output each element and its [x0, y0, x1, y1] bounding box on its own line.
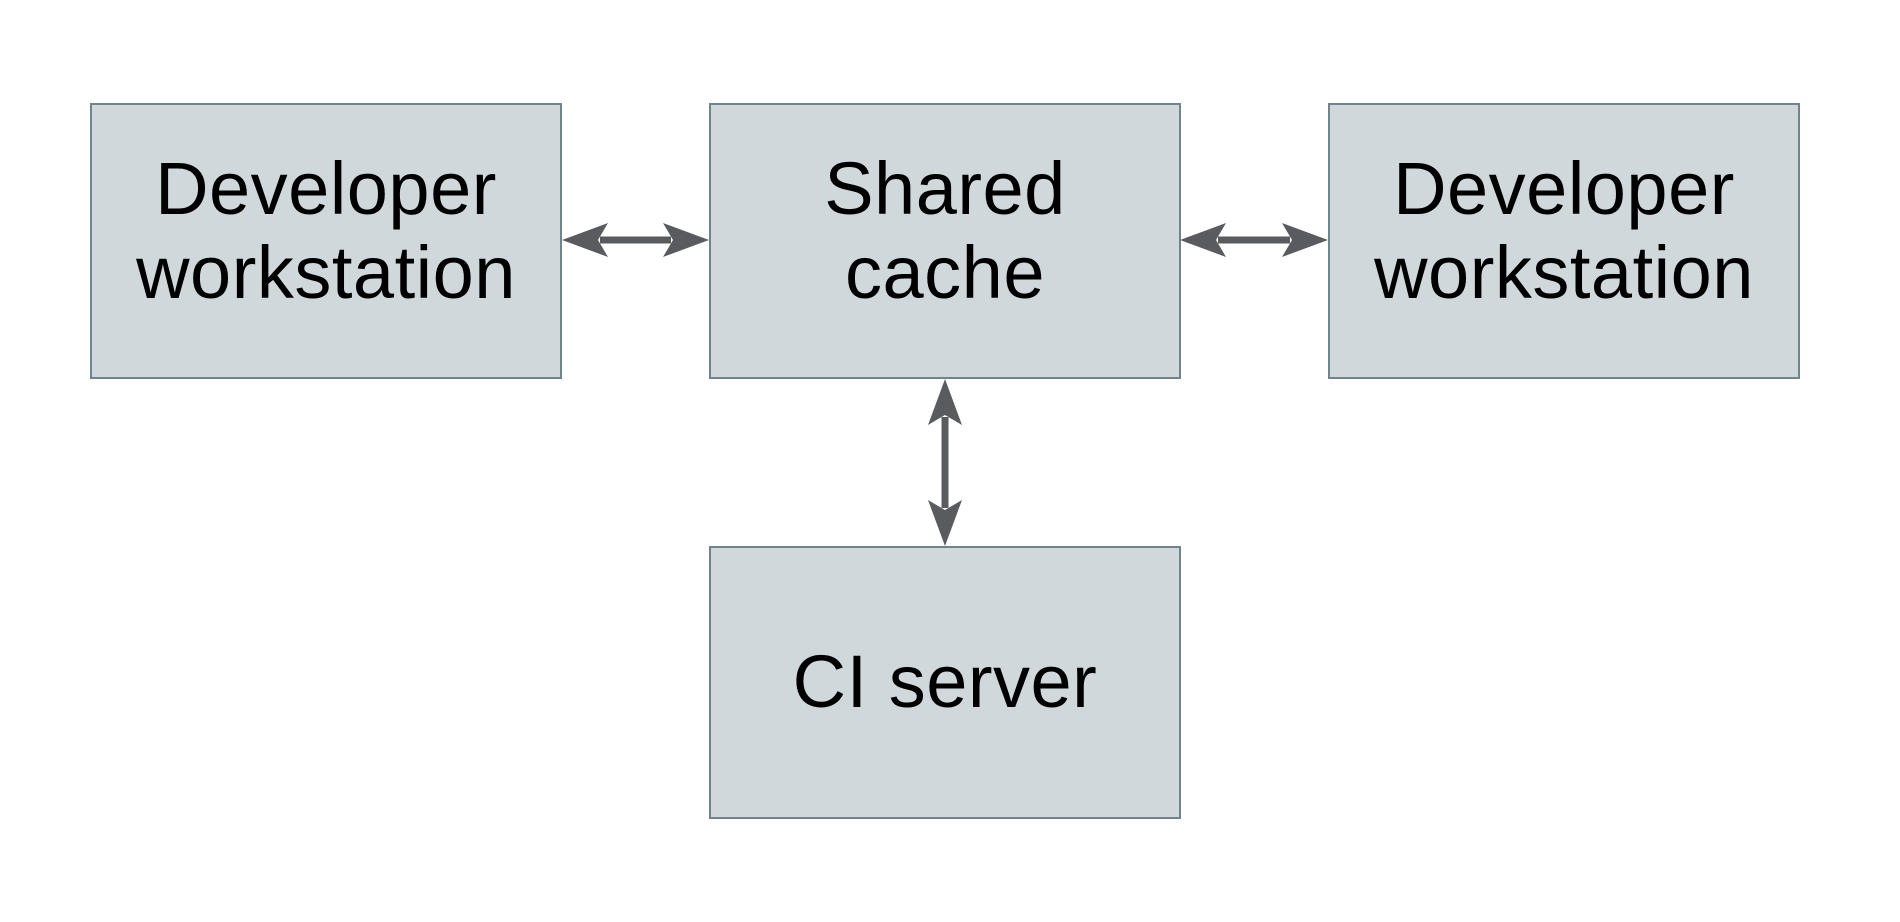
node-shared-cache-label: Shared cache	[824, 147, 1066, 315]
bidirectional-arrow-shared-cache-right-workstation-icon	[1180, 218, 1328, 262]
node-developer-workstation-left: Developer workstation	[90, 103, 562, 379]
node-shared-cache: Shared cache	[709, 103, 1181, 379]
bidirectional-arrow-left-workstation-shared-cache-icon	[562, 218, 709, 262]
node-developer-workstation-right-label: Developer workstation	[1374, 147, 1754, 315]
node-developer-workstation-left-label: Developer workstation	[136, 147, 516, 315]
node-developer-workstation-right: Developer workstation	[1328, 103, 1800, 379]
bidirectional-arrow-shared-cache-ci-server-icon	[923, 379, 967, 546]
node-ci-server: CI server	[709, 546, 1181, 819]
node-ci-server-label: CI server	[792, 640, 1098, 724]
